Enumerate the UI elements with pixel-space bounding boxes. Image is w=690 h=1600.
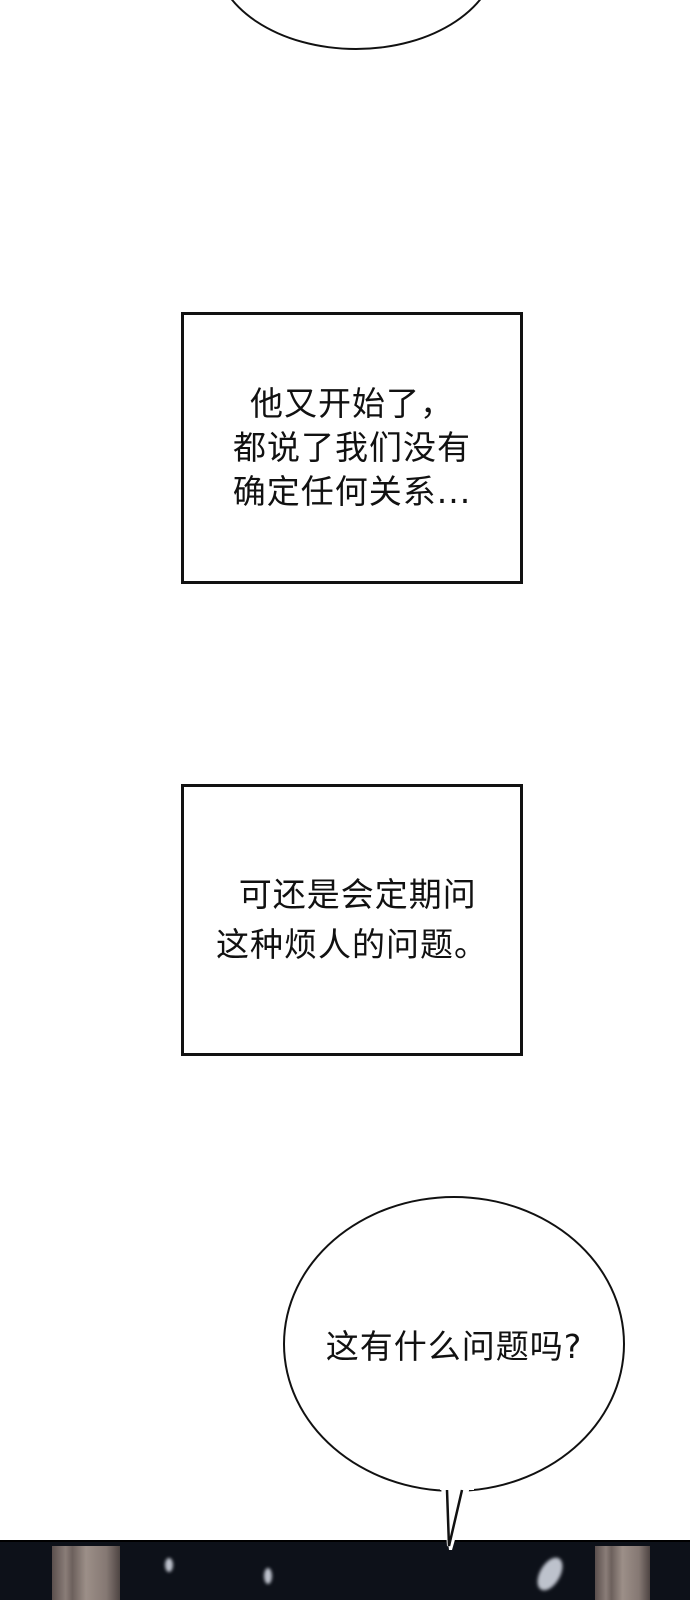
caption-text-1: 他又开始了， 都说了我们没有 确定任何关系... [232,384,472,511]
caption-text-2: 可还是会定期问 这种烦人的问题。 [216,875,488,964]
night-scene-panel [0,1540,690,1600]
speech-bubble-top-partial [214,0,498,50]
snowflake [165,1558,173,1572]
speech-bubble-tail [440,1480,474,1550]
speech-text: 这有什么问题吗? [325,1327,583,1366]
speech-bubble: 这有什么问题吗? [283,1196,625,1492]
wooden-pillar-right [595,1546,650,1600]
caption-box-2: 可还是会定期问 这种烦人的问题。 [181,784,523,1056]
wooden-pillar-left [52,1546,120,1600]
caption-box-1: 他又开始了， 都说了我们没有 确定任何关系... [181,312,523,584]
snowflake [264,1568,272,1584]
snowflake [532,1553,568,1595]
